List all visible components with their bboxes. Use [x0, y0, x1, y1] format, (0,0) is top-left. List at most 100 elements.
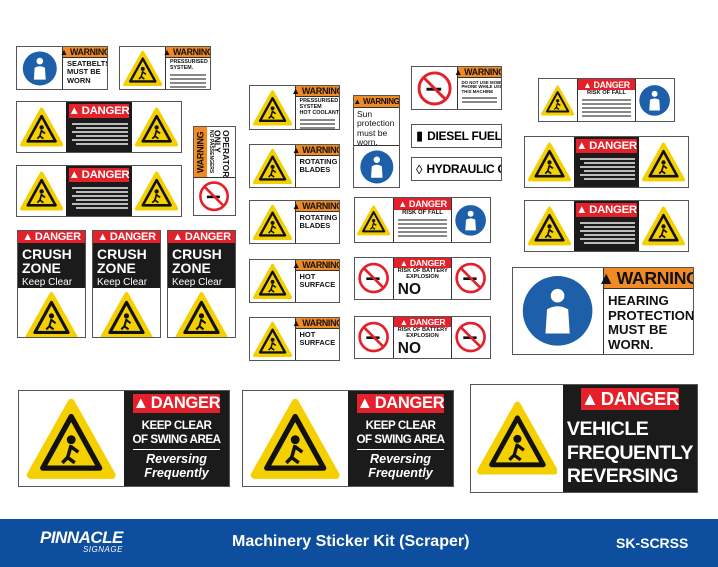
- sticker-subtext: Keep Clear: [97, 277, 148, 288]
- sticker-danger3: ▲DANGER: [524, 200, 689, 252]
- fine-print-line: [299, 123, 335, 126]
- danger-header: ▲DANGER: [18, 231, 85, 243]
- fine-print-line: [583, 241, 636, 244]
- sticker-text-line: BLADES: [299, 165, 331, 175]
- fine-print-line: [579, 237, 636, 240]
- danger-header: ▲DANGER: [576, 203, 637, 217]
- header-text: DANGER: [374, 394, 445, 412]
- sticker-text-line: EXPLOSION: [406, 274, 439, 281]
- warning-triangle-icon: ▲: [68, 104, 80, 117]
- sticker-danger3: ▲DANGER: [16, 165, 182, 217]
- fine-print-line: [72, 202, 128, 205]
- sticker-danger3: ▲DANGER: [524, 136, 689, 188]
- fine-print: [66, 182, 132, 209]
- sticker-subtext: Keep Clear: [172, 277, 223, 288]
- sticker-text-line: VEHICLE: [566, 418, 649, 440]
- fine-print-line: [581, 114, 632, 117]
- warning-triangle-icon: ▲: [59, 46, 69, 57]
- fine-print-line: [76, 190, 128, 193]
- sticker-text-line: SURFACE: [299, 280, 336, 290]
- warning-triangle-icon: ▲: [453, 66, 463, 77]
- sticker-label: ▮DIESEL FUEL: [411, 124, 502, 148]
- fine-print-line: [76, 198, 128, 201]
- sticker-text-line: CRUSH: [172, 246, 222, 262]
- sticker-text-line: Sun: [357, 109, 373, 119]
- header-text: DANGER: [600, 388, 680, 409]
- warning-triangle-icon: ▲: [291, 85, 300, 96]
- logo-text: PINNACLE: [40, 528, 123, 547]
- no-flame-icon: [452, 317, 490, 358]
- label-text: HYDRAULIC OIL: [426, 162, 501, 176]
- header-text: DANGER: [34, 231, 81, 243]
- header-text: DANGER: [150, 394, 221, 412]
- sticker-body: ▲DANGER: [573, 201, 640, 251]
- sticker-body: ▲DANGER: [66, 102, 132, 152]
- label-text: DIESEL FUEL: [427, 129, 502, 143]
- fine-print-line: [583, 233, 636, 236]
- header-text: DANGER: [81, 168, 130, 181]
- sticker-text-line: worn.: [357, 137, 378, 148]
- sticker-text-line: THIS MACHINE: [461, 89, 494, 95]
- sticker-italic-line: Frequently: [144, 466, 209, 481]
- fine-print-line: [579, 157, 636, 160]
- sticker-italic-line: Reversing: [146, 451, 207, 466]
- sticker-label: ◊HYDRAULIC OIL: [411, 157, 502, 181]
- no-phone-icon: [412, 67, 457, 109]
- fine-print-line: [581, 110, 632, 113]
- swing-hazard-icon: [19, 391, 124, 486]
- fine-print-line: [583, 177, 636, 180]
- warning-header: ▲WARNING: [163, 46, 211, 58]
- warning-triangle-icon: ▲: [399, 317, 409, 327]
- warning-header: ▲WARNING: [291, 85, 340, 97]
- sticker-text-line: KEEP CLEAR: [365, 419, 436, 432]
- header-text: DANGER: [408, 198, 447, 209]
- swing-hazard-icon: [243, 391, 348, 486]
- danger-header: ▲DANGER: [393, 198, 452, 210]
- climb-icon: [452, 198, 490, 242]
- danger-header: ▲DANGER: [576, 139, 637, 153]
- header-text: DANGER: [593, 79, 631, 90]
- fan-icon: [250, 145, 295, 187]
- sticker-message: DO NOT USE MOBILEPHONE WHILE USINGTHIS M…: [458, 78, 501, 104]
- entanglement-icon: [17, 102, 66, 152]
- sticker-text-line: REVERSING: [566, 465, 679, 488]
- danger-header: ▲DANGER: [93, 231, 160, 243]
- fine-print-line: [579, 229, 636, 232]
- sticker-text-line: OF SWING AREA: [356, 432, 445, 446]
- fine-print-line: [170, 85, 206, 88]
- hot-surface-icon: [250, 260, 295, 302]
- kit-title: Machinery Sticker Kit (Scraper): [232, 533, 470, 550]
- warning-triangle-icon: ▲: [576, 139, 588, 152]
- fine-print-line: [581, 106, 632, 109]
- fine-print-line: [581, 102, 632, 105]
- header-text: WARNING: [173, 46, 211, 57]
- sticker-text-line: ZONE: [172, 260, 211, 276]
- sticker-text-line: EXPLOSION: [406, 333, 439, 340]
- sticker-text-line: CRUSH: [22, 246, 72, 262]
- falling-icon: [639, 201, 688, 251]
- fan-icon: [250, 201, 295, 243]
- danger-header: ▲DANGER: [393, 258, 452, 268]
- fine-print: [574, 153, 639, 180]
- fine-print-line: [72, 194, 128, 197]
- fine-print-line: [76, 142, 128, 145]
- danger-header: ▲DANGER: [68, 168, 130, 182]
- sticker-text-line: must be: [357, 127, 388, 138]
- divider: [356, 448, 445, 450]
- warning-triangle-icon: ▲: [172, 231, 183, 243]
- header-text: WARNING: [301, 85, 340, 96]
